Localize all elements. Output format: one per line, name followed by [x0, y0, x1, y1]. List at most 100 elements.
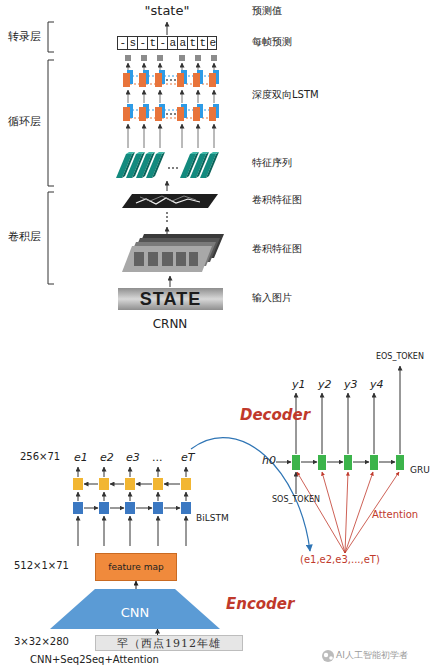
frame-prediction-cells: -s-t-aatte: [117, 36, 217, 50]
encoder-arrow: [84, 484, 98, 485]
lstm-arrow: [160, 90, 161, 103]
dimension: 512×1×71: [14, 561, 69, 571]
watermark-icon: [329, 656, 333, 660]
attention-line: [297, 472, 345, 553]
feature-sequence-bar: [152, 152, 165, 178]
gru-cell: [292, 455, 300, 470]
bilstm-backward-cell: [73, 478, 83, 490]
output-symbol: y3: [344, 379, 358, 390]
layer-bracket: [48, 22, 54, 284]
token-name: SOS_TOKEN: [272, 496, 320, 504]
conv-feature-map-large: [134, 252, 198, 266]
flow-arrow: [157, 629, 158, 635]
lstm-arrow: [160, 124, 161, 148]
encoder-arrow: [130, 492, 131, 501]
layer-bracket: [48, 22, 54, 52]
conv-feature-map-large: [122, 246, 212, 272]
encoder-arrow: [164, 484, 180, 485]
annotation: 每帧预测: [252, 37, 292, 47]
feature-sequence-bar: [126, 152, 219, 154]
ellipsis-dots: [166, 79, 168, 81]
decoder-arrow: [296, 393, 297, 454]
bilstm-backward-cell: [125, 478, 135, 490]
decoder-arrow: [301, 462, 317, 463]
flow-arrow: [136, 581, 137, 589]
encoder-arrow: [104, 516, 105, 546]
conv-feature-map-large: [176, 252, 186, 266]
layer-name: 转录层: [8, 31, 41, 42]
module-name: BiLSTM: [196, 514, 229, 523]
encoder-arrow: [78, 516, 79, 546]
frame-prediction-cells-text: -s-t-aatte: [118, 38, 220, 49]
feature-sequence-bar: [142, 152, 155, 178]
context-vector: (e1,e2,e3,...,eT): [300, 555, 380, 565]
dimension: 3×32×280: [14, 637, 69, 647]
annotation: 深度双向LSTM: [252, 90, 319, 100]
lstm-output-square: [157, 55, 163, 61]
token-name: EOS_TOKEN: [376, 353, 424, 361]
lstm-forward-cell: [123, 73, 130, 87]
flow-arrow: [167, 22, 168, 35]
encoder-arrow: [78, 467, 186, 546]
decoder-arrow: [276, 462, 291, 463]
bilstm-backward-cell: [73, 478, 191, 490]
output-symbol: y1: [292, 379, 306, 390]
encoder-arrow: [136, 484, 152, 485]
ellipsis-dots: [166, 220, 168, 222]
lstm-forward-cell: [123, 73, 216, 121]
layer-bracket: [48, 60, 54, 186]
bilstm-forward-cell: [73, 502, 83, 514]
section-title: Decoder: [240, 408, 310, 423]
encoder-arrow: [186, 467, 187, 477]
lstm-output-square: [125, 55, 131, 61]
bilstm-forward-cell: [153, 502, 163, 514]
lstm-arrow: [128, 124, 129, 148]
module-name: GRU: [410, 466, 430, 475]
encoder-arrow: [130, 516, 131, 546]
hidden-state-symbol: h0: [262, 455, 276, 466]
decoder-arrow: [296, 472, 297, 494]
ellipsis-dots: [176, 167, 178, 169]
feature-sequence-bar: [210, 152, 219, 154]
decoder-arrow: [322, 393, 323, 454]
encoder-arrow: [104, 492, 105, 501]
lstm-arrow: [160, 63, 161, 70]
ellipsis: ...: [152, 452, 163, 463]
ellipsis-dots: [174, 79, 176, 81]
feature-sequence-bar: [206, 152, 219, 178]
conv-feature-map-small: [122, 194, 218, 208]
annotation: 预测值: [252, 6, 282, 16]
encoder-arrow: [164, 508, 180, 509]
cnn-trapezoid: CNN: [50, 589, 220, 629]
bilstm-forward-cell: [73, 502, 191, 514]
feature-map-box: feature map: [95, 553, 177, 581]
lstm-forward-cell: [139, 73, 146, 87]
lstm-output-square: [211, 55, 217, 61]
lstm-arrow: [198, 63, 199, 70]
feature-sequence-bar: [136, 152, 145, 154]
bilstm-forward-cell: [99, 502, 109, 514]
lstm-output-square: [179, 55, 185, 61]
conv-feature-map-large: [134, 252, 144, 266]
encoder-output-symbol: e3: [126, 452, 140, 463]
encoder-arrow: [136, 508, 152, 509]
encoder-arrow: [110, 508, 124, 509]
lstm-arrow: [128, 63, 129, 70]
flow-arrow: [167, 181, 168, 191]
conv-feature-map-large: [122, 234, 224, 272]
annotation: 卷积特征图: [252, 244, 302, 254]
watermark-icon: [324, 653, 328, 657]
conv-feature-map-large: [162, 252, 173, 266]
gru-cell: [370, 455, 378, 470]
subfigure-title: CNN+Seq2Seq+Attention: [30, 655, 159, 665]
watermark-icon: [322, 650, 334, 662]
feature-sequence-bar: [126, 152, 135, 154]
decoder-arrow: [400, 366, 401, 454]
decoder-arrow: [374, 393, 375, 454]
output-symbol: y4: [370, 379, 384, 390]
ellipsis-dots: [168, 167, 170, 169]
decoder-arrow: [348, 393, 349, 454]
lstm-forward-cell: [177, 73, 184, 87]
lstm-forward-cell: [139, 107, 146, 121]
input-image-text: 罕（西点1912年雄: [117, 638, 221, 649]
